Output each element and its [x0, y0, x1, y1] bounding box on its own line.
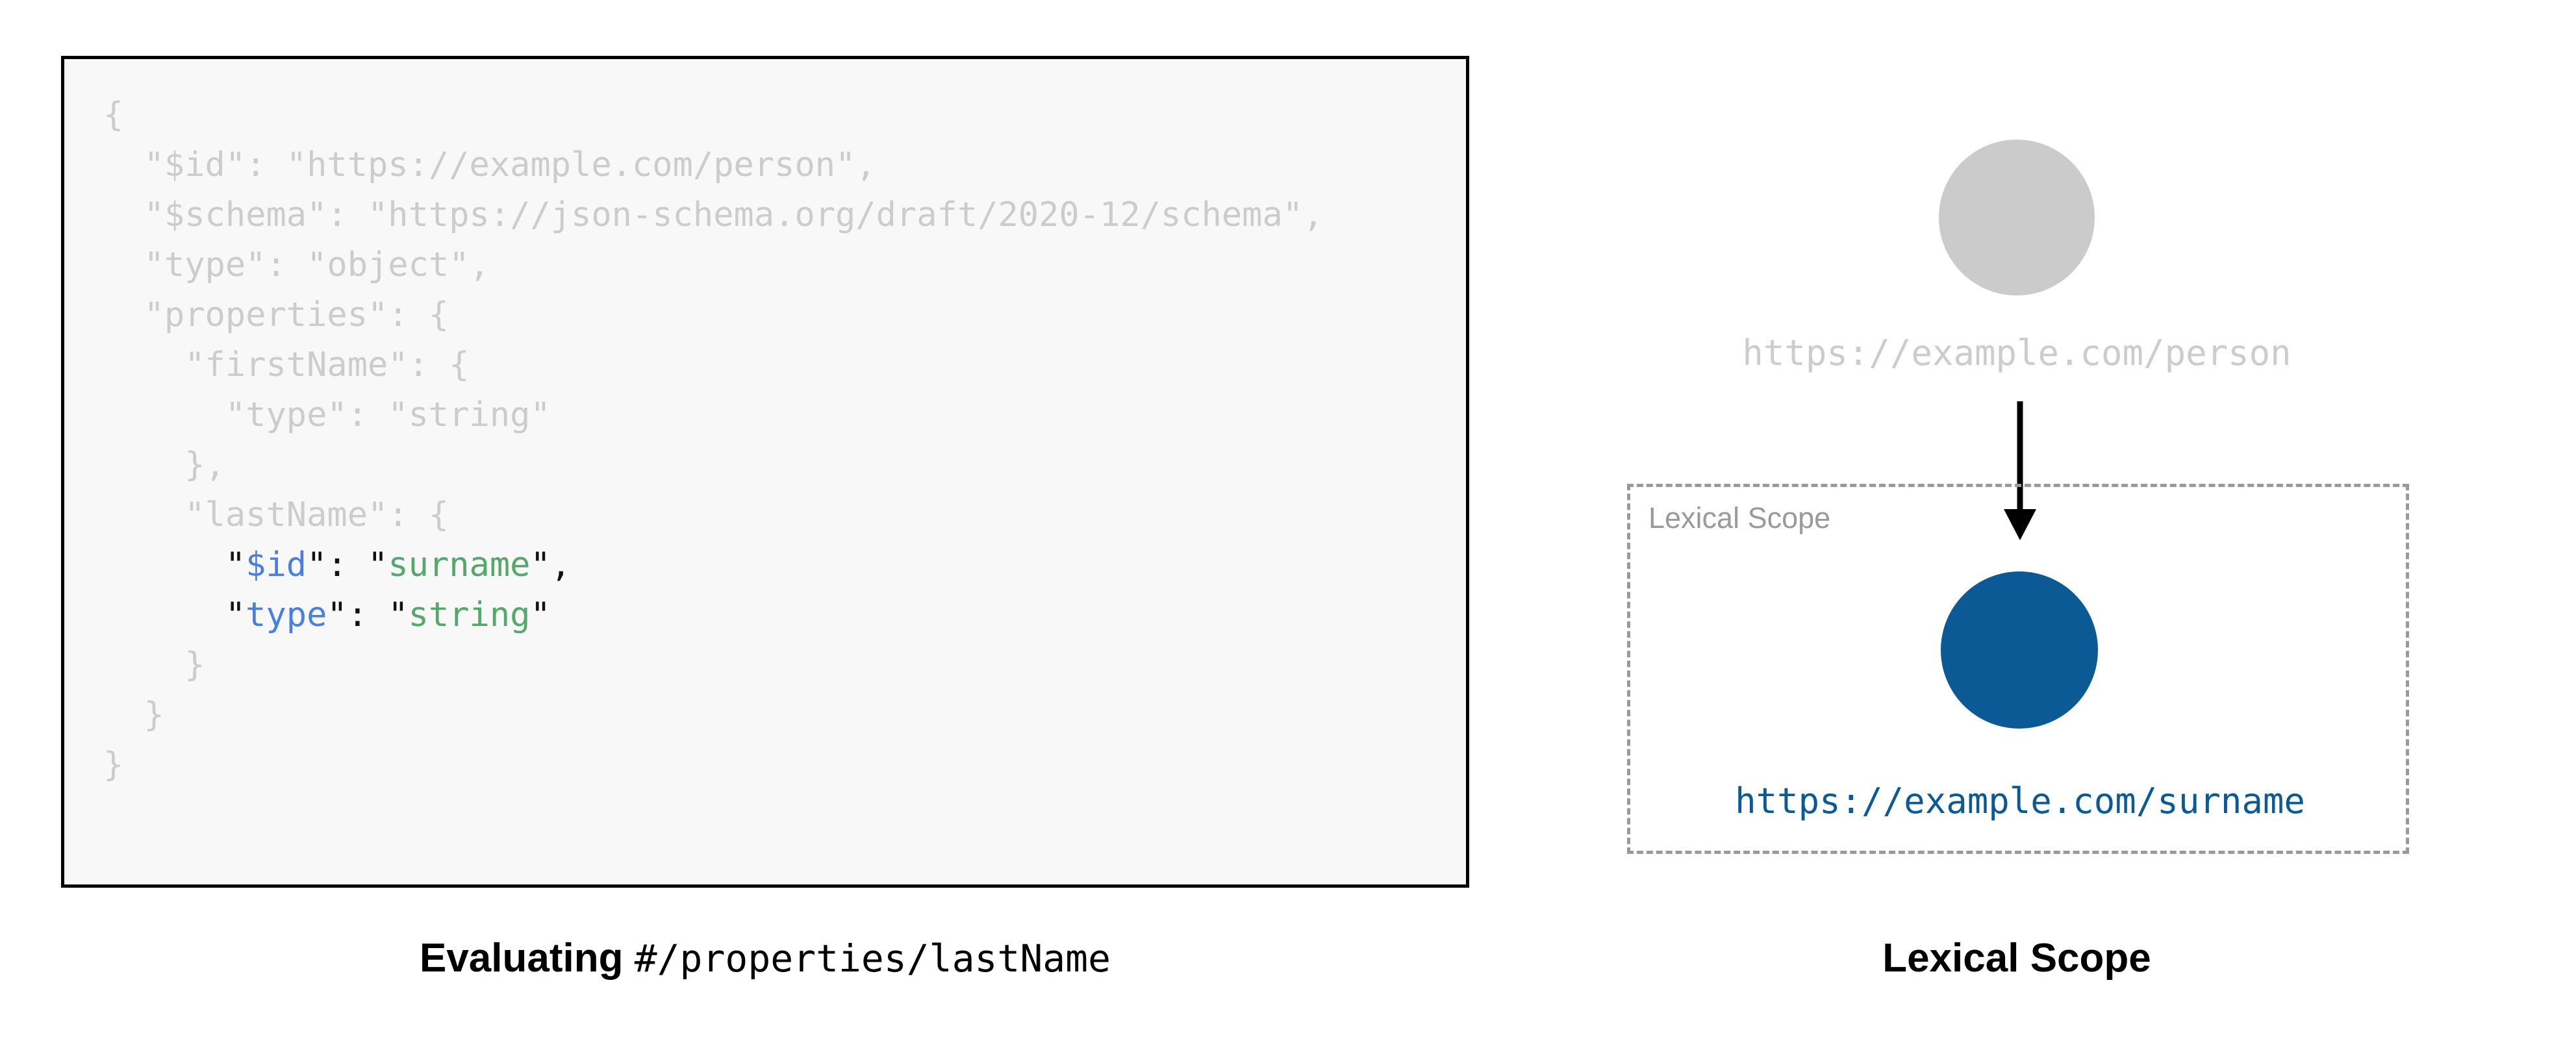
- code-line: "$id": "surname",: [103, 540, 1323, 590]
- code-indent: [103, 495, 184, 534]
- code-token: "$id": "https://example.com/person",: [144, 145, 876, 184]
- code-indent: [103, 395, 225, 434]
- code-indent: [103, 445, 184, 484]
- code-line: }: [103, 740, 1323, 790]
- code-indent: [103, 545, 225, 584]
- code-line: {: [103, 90, 1323, 140]
- code-indent: [103, 345, 184, 384]
- json-code-listing: { "$id": "https://example.com/person", "…: [103, 90, 1323, 790]
- code-indent: [103, 695, 144, 734]
- code-line: }: [103, 690, 1323, 740]
- code-token: ,: [550, 545, 572, 584]
- code-line: }: [103, 640, 1323, 690]
- code-line: "$id": "https://example.com/person",: [103, 140, 1323, 190]
- code-token: :: [347, 595, 388, 634]
- code-panel: { "$id": "https://example.com/person", "…: [61, 56, 1469, 888]
- code-indent: [103, 645, 184, 684]
- code-indent: [103, 245, 144, 284]
- code-token: ": [225, 545, 246, 584]
- code-token: string: [408, 595, 531, 634]
- outer-schema-node-circle: [1939, 140, 2095, 295]
- code-token: "type": "object",: [144, 245, 490, 284]
- inner-schema-node-circle: [1941, 571, 2098, 729]
- code-line: "type": "object",: [103, 240, 1323, 290]
- code-token: "$schema": "https://json-schema.org/draf…: [144, 195, 1324, 234]
- code-line: "type": "string": [103, 590, 1323, 640]
- caption-json-pointer: #/properties/lastName: [634, 936, 1111, 981]
- code-line: },: [103, 440, 1323, 490]
- code-line: "firstName": {: [103, 340, 1323, 390]
- code-line: "type": "string": [103, 390, 1323, 440]
- code-token: ": [225, 595, 246, 634]
- code-token: "properties": {: [144, 295, 449, 334]
- lexical-scope-box-label: Lexical Scope: [1648, 501, 1831, 534]
- code-token: surname: [388, 545, 531, 584]
- code-token: :: [327, 545, 368, 584]
- code-token: "type": "string": [225, 395, 551, 434]
- code-line: "$schema": "https://json-schema.org/draf…: [103, 190, 1324, 240]
- code-indent: [103, 195, 144, 234]
- code-indent: [103, 145, 144, 184]
- code-token: {: [103, 95, 124, 134]
- code-panel-caption: Evaluating #/properties/lastName: [61, 935, 1469, 981]
- code-token: ": [368, 545, 388, 584]
- outer-schema-node-label: https://example.com/person: [1742, 332, 2292, 373]
- code-token: ": [327, 595, 347, 634]
- code-line: "lastName": {: [103, 490, 1323, 540]
- code-token: ": [530, 595, 551, 634]
- diagram-caption: Lexical Scope: [1882, 936, 2151, 981]
- code-token: $id: [246, 545, 307, 584]
- code-token: }: [144, 695, 164, 734]
- caption-bold-text: Evaluating: [419, 936, 635, 981]
- code-line: "properties": {: [103, 290, 1323, 340]
- code-indent: [103, 295, 144, 334]
- code-token: "firstName": {: [184, 345, 470, 384]
- code-token: type: [246, 595, 327, 634]
- code-token: "lastName": {: [184, 495, 449, 534]
- lexical-scope-boundary-box: Lexical Scope: [1627, 484, 2409, 854]
- lexical-scope-diagram: https://example.com/person Lexical Scope…: [1546, 0, 2576, 1039]
- inner-schema-node-label: https://example.com/surname: [1735, 781, 2305, 821]
- code-token: ": [307, 545, 327, 584]
- code-indent: [103, 595, 225, 634]
- code-token: },: [184, 445, 225, 484]
- code-token: ": [388, 595, 409, 634]
- code-token: }: [103, 745, 124, 784]
- downward-arrow-icon: [2004, 401, 2036, 540]
- code-token: }: [184, 645, 205, 684]
- code-token: ": [530, 545, 551, 584]
